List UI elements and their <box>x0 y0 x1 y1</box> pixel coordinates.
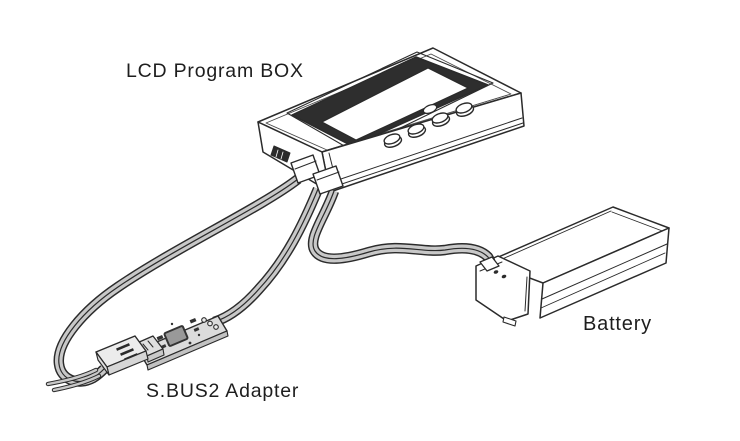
lcd-cable-connector <box>290 154 344 195</box>
lcd-side-port <box>270 145 291 163</box>
lcd-button <box>431 112 451 127</box>
adapter-solder-pad <box>201 317 207 323</box>
label-battery: Battery <box>583 313 652 335</box>
lcd-button <box>455 102 475 117</box>
battery-terminal-dot <box>501 274 507 279</box>
cable-to-battery <box>307 189 496 269</box>
label-sbus2-adapter: S.BUS2 Adapter <box>146 380 300 402</box>
lcd-screen <box>321 67 469 141</box>
adapter-solder-pad <box>213 324 219 330</box>
battery-cable-socket <box>479 256 500 272</box>
label-lcd-program-box: LCD Program BOX <box>126 60 304 82</box>
adapter-chip <box>163 325 189 347</box>
battery-illustration <box>475 206 670 327</box>
cable-pigtail <box>45 367 102 393</box>
battery-terminal-dot <box>493 270 499 274</box>
cable-to-pcb <box>212 186 323 328</box>
lcd-program-box-illustration <box>257 47 525 193</box>
lcd-led-hole <box>422 103 438 115</box>
lcd-button <box>407 123 427 138</box>
adapter-solder-pad <box>207 320 213 327</box>
battery-end-cap <box>475 255 531 322</box>
battery-front-face <box>539 227 670 319</box>
sbus2-adapter-illustration <box>95 315 229 376</box>
lcd-button <box>383 133 403 148</box>
adapter-plug <box>95 335 149 376</box>
